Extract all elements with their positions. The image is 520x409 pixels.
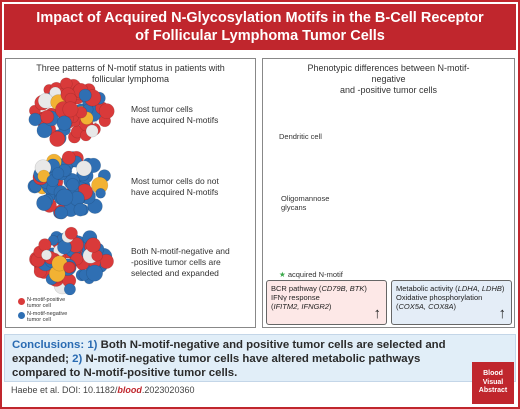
bcr-line-3-suffix: ) bbox=[328, 302, 332, 311]
pattern-3-line-3: selected and expanded bbox=[131, 268, 219, 278]
bcr-line-3-genes: IFITM2, IFNGR2 bbox=[273, 302, 329, 311]
metabolic-box: Metabolic activity (LDHA, LDHB) Oxidativ… bbox=[391, 280, 512, 325]
star-legend-label: ★ acquired N-motif bbox=[279, 269, 343, 280]
dendritic-cell-label: Dendritic cell bbox=[279, 132, 322, 141]
metabolic-line-3-prefix: ( bbox=[396, 302, 399, 311]
pattern-2-line-1: Most tumor cells do not bbox=[131, 176, 219, 186]
glycan-label: Oligomannose glycans bbox=[281, 194, 329, 212]
pattern-2-label: Most tumor cells do not have acquired N-… bbox=[131, 176, 219, 198]
legend-positive-label: N-motif-positive tumor cell bbox=[27, 297, 65, 309]
citation-suffix: .2023020360 bbox=[141, 385, 195, 395]
badge-line-2: Visual bbox=[482, 378, 504, 386]
citation-prefix: Haebe et al. DOI: 10.1182/ bbox=[11, 385, 118, 395]
bcr-line-3: (IFITM2, IFNGR2) bbox=[271, 302, 382, 311]
conclusion-num-1: 1) bbox=[87, 339, 98, 351]
right-panel-title-line-1: Phenotypic differences between N-motif-n… bbox=[307, 63, 470, 84]
pattern-2-line-2: have acquired N-motifs bbox=[131, 187, 219, 197]
right-panel-title-line-2: and -positive tumor cells bbox=[339, 85, 438, 95]
conclusion-point-2: N-motif-negative tumor cells have altere… bbox=[12, 353, 421, 379]
star-legend-text: acquired N-motif bbox=[287, 270, 343, 279]
glycan-star-icon: ★ bbox=[279, 270, 286, 279]
pattern-1-line-2: have acquired N-motifs bbox=[131, 115, 219, 125]
up-arrow-icon: ↑ bbox=[373, 305, 382, 322]
up-arrow-icon: ↑ bbox=[498, 305, 507, 322]
legend-negative-label: N-motif-negative tumor cell bbox=[27, 311, 67, 323]
legend-negative-dot bbox=[18, 312, 25, 319]
left-panel-title-line-2: follicular lymphoma bbox=[91, 74, 170, 84]
left-panel-title-line-1: Three patterns of N-motif status in pati… bbox=[36, 63, 225, 73]
bcr-line-1: BCR pathway (CD79B, BTK) bbox=[271, 284, 382, 293]
conclusion-num-2: 2) bbox=[72, 353, 83, 365]
pattern-3-line-2: -positive tumor cells are bbox=[131, 257, 221, 267]
badge-line-3: Abstract bbox=[478, 387, 508, 394]
metabolic-line-1-suffix: ) bbox=[501, 284, 505, 293]
legend-positive-line-1: N-motif-positive bbox=[27, 297, 66, 303]
conclusion-point-1: Both N-motif-negative and positive tumor… bbox=[12, 339, 446, 365]
citation-journal: blood bbox=[117, 385, 142, 395]
metabolic-line-3-genes: COX5A, COX8A bbox=[398, 302, 454, 311]
metabolic-line-3: (COX5A, COX8A) bbox=[396, 302, 507, 311]
pattern-1-line-1: Most tumor cells bbox=[131, 104, 193, 114]
metabolic-line-3-suffix: ) bbox=[453, 302, 457, 311]
conclusion-text: Conclusions: 1) Both N-motif-negative an… bbox=[12, 338, 462, 380]
conclusion-box: Conclusions: 1) Both N-motif-negative an… bbox=[4, 334, 516, 382]
legend-positive-dot bbox=[18, 298, 25, 305]
title-line-1: Impact of Acquired N-Glycosylation Motif… bbox=[36, 10, 484, 26]
glycan-label-line-2: glycans bbox=[281, 203, 307, 212]
metabolic-line-1-genes: LDHA, LDHB bbox=[457, 284, 502, 293]
legend-negative-line-2: tumor cell bbox=[27, 317, 51, 323]
metabolic-line-1: Metabolic activity (LDHA, LDHB) bbox=[396, 284, 507, 293]
pattern-1-label: Most tumor cells have acquired N-motifs bbox=[131, 104, 218, 126]
bcr-line-2: IFNγ response bbox=[271, 293, 320, 302]
bcr-line-1-genes: CD79B, BTK bbox=[321, 284, 365, 293]
badge-line-1: Blood bbox=[483, 370, 503, 377]
bcr-line-3-prefix: ( bbox=[271, 302, 274, 311]
bcr-line-1-prefix: BCR pathway ( bbox=[271, 284, 322, 293]
conclusion-label: Conclusions: bbox=[12, 339, 85, 351]
bcr-line-1-suffix: ) bbox=[364, 284, 367, 293]
blood-visual-abstract-badge: Blood Visual Abstract bbox=[472, 362, 514, 404]
metabolic-line-1-prefix: Metabolic activity ( bbox=[396, 284, 458, 293]
legend-negative-line-1: N-motif-negative bbox=[27, 311, 68, 317]
title-line-2: of Follicular Lymphoma Tumor Cells bbox=[135, 28, 385, 44]
pattern-3-label: Both N-motif-negative and -positive tumo… bbox=[131, 246, 230, 279]
metabolic-line-2: Oxidative phosphorylation bbox=[396, 293, 483, 302]
right-panel-title: Phenotypic differences between N-motif-n… bbox=[263, 63, 514, 96]
glycan-label-line-1: Oligomannose bbox=[281, 194, 330, 203]
left-panel-title: Three patterns of N-motif status in pati… bbox=[6, 63, 255, 85]
page-title: Impact of Acquired N-Glycosylation Motif… bbox=[4, 4, 516, 50]
bcr-pathway-box: BCR pathway (CD79B, BTK) IFNγ response (… bbox=[266, 280, 387, 325]
legend-positive-line-2: tumor cell bbox=[27, 303, 51, 309]
pattern-3-line-1: Both N-motif-negative and bbox=[131, 246, 230, 256]
citation: Haebe et al. DOI: 10.1182/blood.20230203… bbox=[11, 385, 194, 395]
